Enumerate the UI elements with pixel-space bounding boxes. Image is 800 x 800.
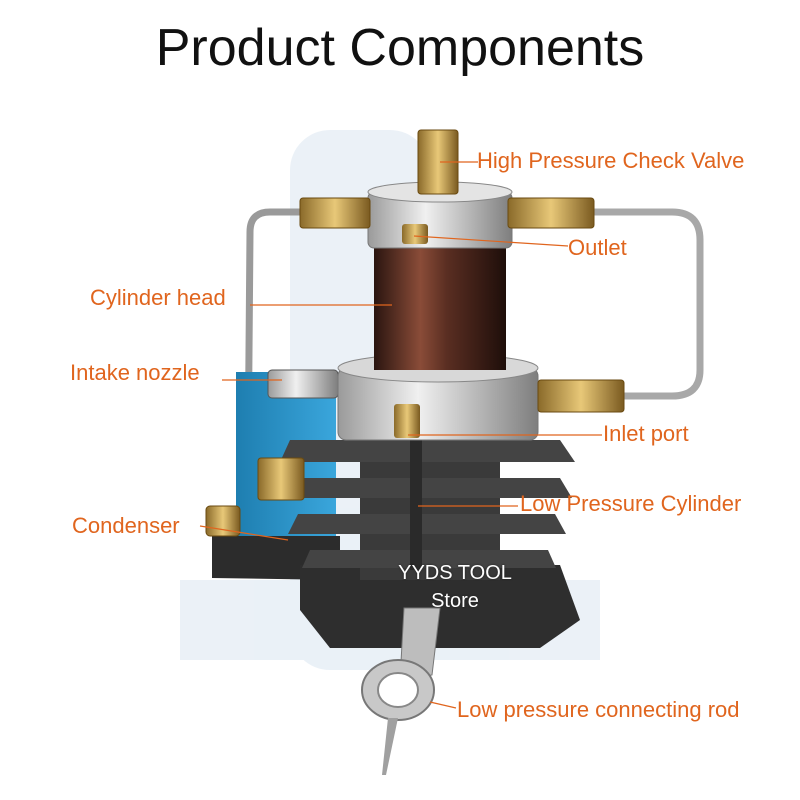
label-inlet-port: Inlet port [603, 421, 689, 446]
right-pipe [590, 208, 704, 400]
pump-base [300, 565, 580, 648]
label-low-pressure-cylinder: Low Pressure Cylinder [520, 491, 742, 516]
leader-lines [199, 161, 602, 709]
finned-cylinder [280, 440, 575, 580]
label-intake-nozzle: Intake nozzle [70, 360, 200, 385]
leader-condenser [199, 525, 289, 541]
copper-cylinder [374, 244, 506, 370]
label-outlet: Outlet [568, 235, 627, 260]
label-connecting-rod: Low pressure connecting rod [457, 697, 740, 722]
connecting-rod-shape [361, 607, 441, 775]
intake-nozzle-shape [267, 369, 339, 399]
label-cylinder-head: Cylinder head [90, 285, 226, 310]
label-check-valve: High Pressure Check Valve [477, 148, 745, 173]
left-fitting [299, 197, 371, 229]
watermark-line-2: Store [431, 590, 479, 612]
leader-outlet [413, 235, 569, 247]
page-title: Product Components [155, 19, 645, 77]
right-lower-fitting [537, 379, 625, 413]
watermark-line-1: YYDS TOOL [398, 562, 512, 584]
outlet-nozzle-shape [402, 224, 428, 244]
leader-connecting-rod [429, 701, 457, 709]
right-fitting [507, 197, 595, 229]
condenser-fitting [257, 457, 305, 501]
label-condenser: Condenser [72, 513, 180, 538]
inlet-nozzle-shape [394, 404, 420, 438]
